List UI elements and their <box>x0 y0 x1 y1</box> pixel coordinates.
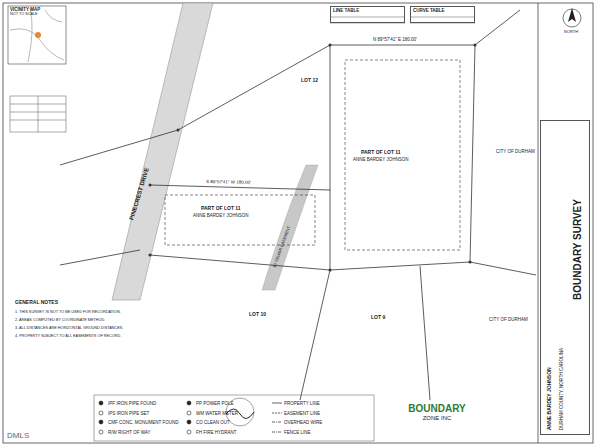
node-text: BOUNDARY <box>388 403 486 415</box>
legend-entry: IPF IRON PIPE FOUND <box>96 400 156 406</box>
legend-entry: CMF CONC. MONUMENT FOUND <box>96 419 178 425</box>
curve-table: CURVE TABLE <box>410 6 475 23</box>
node-text: DURHAM COUNTY, NORTH CAROLINA <box>559 348 564 430</box>
legend-symbol <box>272 419 282 425</box>
map-label: LOT 10 <box>248 312 267 318</box>
legend-symbol <box>184 410 194 416</box>
north-arrow <box>563 8 581 27</box>
legend-entry: PROPERTY LINE <box>272 400 320 406</box>
legend-symbol <box>272 400 282 406</box>
legend-symbol <box>96 429 106 435</box>
easement-band <box>262 165 318 290</box>
map-label: CITY OF DURHAM <box>495 150 536 155</box>
legend-entry: FH FIRE HYDRANT <box>184 429 237 435</box>
sheet-frame <box>3 3 593 443</box>
legend-text: FENCE LINE <box>284 429 311 434</box>
legend-text: IPF IRON PIPE FOUND <box>108 401 156 406</box>
map-label: PART OF LOT 11 <box>200 206 242 212</box>
title-strip-line <box>538 3 539 443</box>
general-note: 4. PROPERTY SUBJECT TO ALL EASEMENTS OF … <box>14 334 122 338</box>
legend-entry: WM WATER METER <box>184 410 238 416</box>
legend-entry: EASEMENT LINE <box>272 410 320 416</box>
node-text: NOT TO SCALE <box>10 12 66 16</box>
legend-symbol <box>96 410 106 416</box>
map-label: CITY OF DURHAM <box>488 318 529 323</box>
sheet-title: BOUNDARY SURVEY <box>572 199 583 300</box>
map-label: LOT 9 <box>370 315 386 321</box>
general-note: GENERAL NOTES <box>14 300 59 306</box>
legend-text: OVERHEAD WIRE <box>284 420 322 425</box>
legend-symbol <box>272 410 282 416</box>
map-label: ANNE BARDEY JOHNSON <box>352 158 409 163</box>
node-text: CURVE TABLE <box>413 8 472 13</box>
legend-symbol <box>96 419 106 425</box>
legend-entry: FENCE LINE <box>272 429 311 435</box>
legend-text: IPS IRON PIPE SET <box>108 410 149 415</box>
node-text: LINE TABLE <box>333 8 402 13</box>
company-logo: BOUNDARYZONE INC <box>386 402 488 434</box>
legend-symbol <box>96 400 106 406</box>
legend-text: CO CLEAN OUT <box>196 420 230 425</box>
node-text: ANNE BARDEY JOHNSON <box>547 367 553 430</box>
legend: IPF IRON PIPE FOUND IPS IRON PIPE SET CMF … <box>96 398 356 438</box>
legend-entry: OVERHEAD WIRE <box>272 419 322 425</box>
legend-entry: R/W RIGHT OF WAY <box>96 429 150 435</box>
legend-symbol <box>184 419 194 425</box>
monuments <box>149 44 477 272</box>
legend-text: PROPERTY LINE <box>284 401 320 406</box>
legend-entry: PP POWER POLE <box>184 400 233 406</box>
map-label: ANNE BARDEY JOHNSON <box>192 214 249 219</box>
map-label: S 89°57'41" W 180.00' <box>205 180 252 186</box>
general-note: 1. THIS SURVEY IS NOT TO BE USED FOR REC… <box>14 310 122 314</box>
node-text: ZONE INC <box>388 415 486 422</box>
node-text: VICINITY MAP <box>10 7 66 12</box>
general-note: 2. AREAS COMPUTED BY COORDINATE METHOD. <box>14 318 106 322</box>
legend-text: WM WATER METER <box>196 410 238 415</box>
watermark: DMLS <box>6 432 30 441</box>
area-table <box>10 96 66 132</box>
map-label: NORTH <box>563 30 579 34</box>
building-outline <box>165 60 460 250</box>
legend-entry: CO CLEAN OUT <box>184 419 230 425</box>
legend-text: R/W RIGHT OF WAY <box>108 429 150 434</box>
general-note: 3. ALL DISTANCES ARE HORIZONTAL GROUND D… <box>14 326 124 330</box>
legend-symbol <box>272 429 282 435</box>
map-label: LOT 12 <box>300 78 319 84</box>
road-band <box>112 3 213 300</box>
parcel-lines <box>60 10 536 400</box>
legend-text: EASEMENT LINE <box>284 410 320 415</box>
map-label: N 89°57'41" E 180.00' <box>372 38 418 43</box>
legend-text: FH FIRE HYDRANT <box>196 429 237 434</box>
legend-frame <box>94 395 374 441</box>
legend-entry: IPS IRON PIPE SET <box>96 410 149 416</box>
legend-symbol <box>184 429 194 435</box>
line-table: LINE TABLE <box>330 6 405 23</box>
legend-text: PP POWER POLE <box>196 401 233 406</box>
title-block: ANNE BARDEY JOHNSON DURHAM COUNTY, NORTH … <box>540 120 590 435</box>
map-label: PART OF LOT 11 <box>360 150 402 156</box>
legend-symbol <box>184 400 194 406</box>
vicinity-map: VICINITY MAPNOT TO SCALE <box>8 6 68 64</box>
legend-text: CMF CONC. MONUMENT FOUND <box>108 420 178 425</box>
vicinity-sketch <box>8 6 66 64</box>
